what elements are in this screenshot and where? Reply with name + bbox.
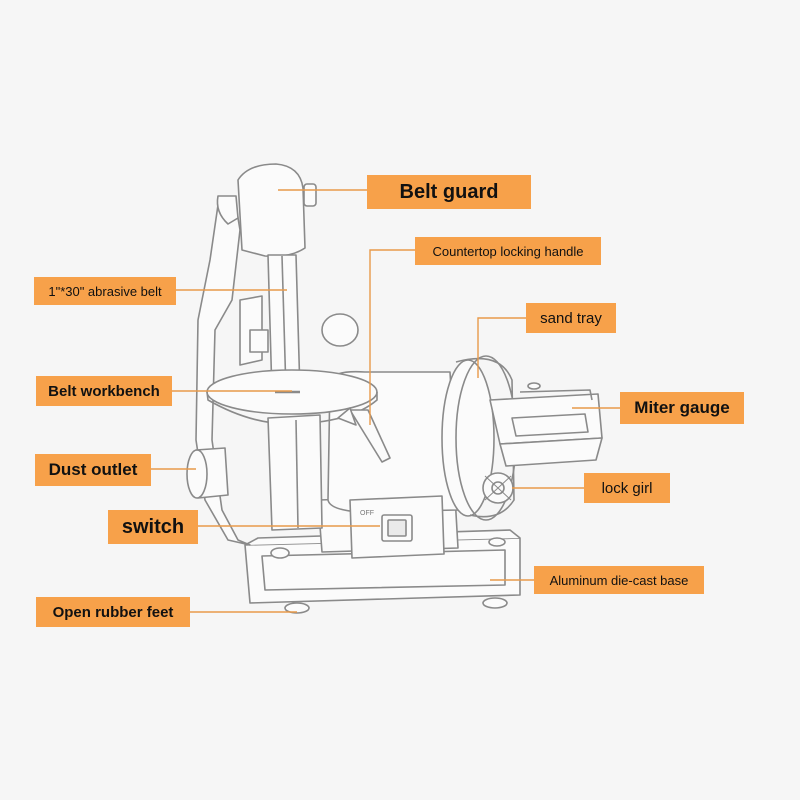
callout-aluminum-base: Aluminum die-cast base [534, 566, 704, 594]
callout-belt-workbench: Belt workbench [36, 376, 172, 406]
lock-knob-shape [482, 472, 514, 504]
callout-dust-outlet: Dust outlet [35, 454, 151, 486]
rubber-feet-shape [284, 597, 508, 614]
dust-outlet-shape [186, 447, 229, 499]
callout-lock-girl: lock girl [584, 473, 670, 503]
sanding-disc-shape [441, 355, 517, 521]
leader-countertop-locking-handle [369, 249, 415, 425]
sand-tray-shape [489, 382, 603, 467]
callout-miter-gauge: Miter gauge [620, 392, 744, 424]
sander-line-drawing: OFF [186, 163, 603, 614]
switch-plate-shape [349, 495, 445, 559]
support-column-shape [267, 414, 323, 531]
callout-sand-tray: sand tray [526, 303, 616, 333]
callout-rubber-feet: Open rubber feet [36, 597, 190, 627]
callout-countertop-locking-handle: Countertop locking handle [415, 237, 601, 265]
countertop-locking-handle-shape [337, 407, 391, 463]
motor-drum-shape [321, 313, 459, 513]
miter-gauge-shape [511, 413, 589, 437]
leader-lines [151, 189, 620, 613]
switch-off-label: OFF [360, 510, 374, 517]
callout-abrasive-belt: 1"*30" abrasive belt [34, 277, 176, 305]
callout-switch: switch [108, 510, 198, 544]
leader-sand-tray [477, 317, 526, 378]
callout-belt-guard: Belt guard [367, 175, 531, 209]
